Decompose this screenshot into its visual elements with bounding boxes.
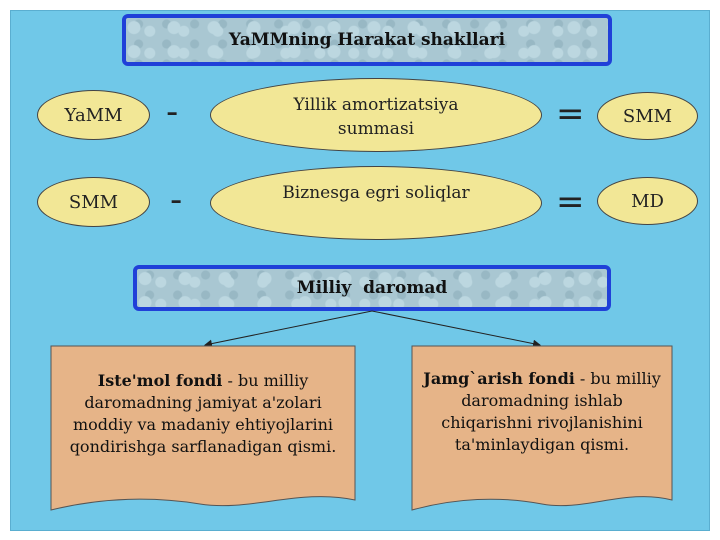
row2-middle-ellipse: Biznesga egri soliqlar [210, 166, 542, 240]
left-fund-term: Iste'mol fondi [97, 371, 223, 390]
row2-minus-sign: - [170, 180, 183, 220]
title-text: YaMMning Harakat shakllari [228, 30, 506, 50]
row2-middle-label: Biznesga egri soliqlar [282, 183, 470, 203]
row2-right-label: MD [631, 190, 664, 212]
left-document-shape [50, 345, 356, 511]
subtitle-banner: Milliy daromad [133, 265, 611, 311]
right-document-shape [411, 345, 673, 511]
row1-right-label: SMM [622, 105, 673, 127]
right-document-text: Jamg`arish fondi - bu milliy daromadning… [420, 368, 664, 456]
row1-right-pill: SMM [597, 92, 698, 140]
arrow-to-right-document [371, 310, 541, 348]
row1-left-pill: YaMM [37, 90, 150, 140]
left-document-text: Iste'mol fondi - bu milliy daromadning j… [60, 370, 346, 458]
row1-equals-sign: = [556, 94, 585, 134]
arrow-to-left-document [204, 310, 373, 348]
row1-middle-label: Yillik amortizatsiya summasi [293, 95, 459, 139]
subtitle-text: Milliy daromad [296, 278, 448, 298]
row2-left-label: SMM [68, 191, 119, 213]
row1-minus-sign: - [166, 92, 179, 132]
row1-left-label: YaMM [64, 104, 123, 126]
row2-left-pill: SMM [37, 177, 150, 227]
row2-right-pill: MD [597, 177, 698, 225]
left-fund-description: - bu milliy daromadning jamiyat a'zolari… [69, 371, 337, 456]
right-fund-description: - bu milliy daromadning ishlab chiqarish… [441, 369, 661, 454]
row1-middle-ellipse: Yillik amortizatsiya summasi [210, 78, 542, 152]
right-fund-term: Jamg`arish fondi [423, 369, 575, 388]
row2-equals-sign: = [556, 182, 585, 222]
title-banner: YaMMning Harakat shakllari [122, 14, 612, 66]
